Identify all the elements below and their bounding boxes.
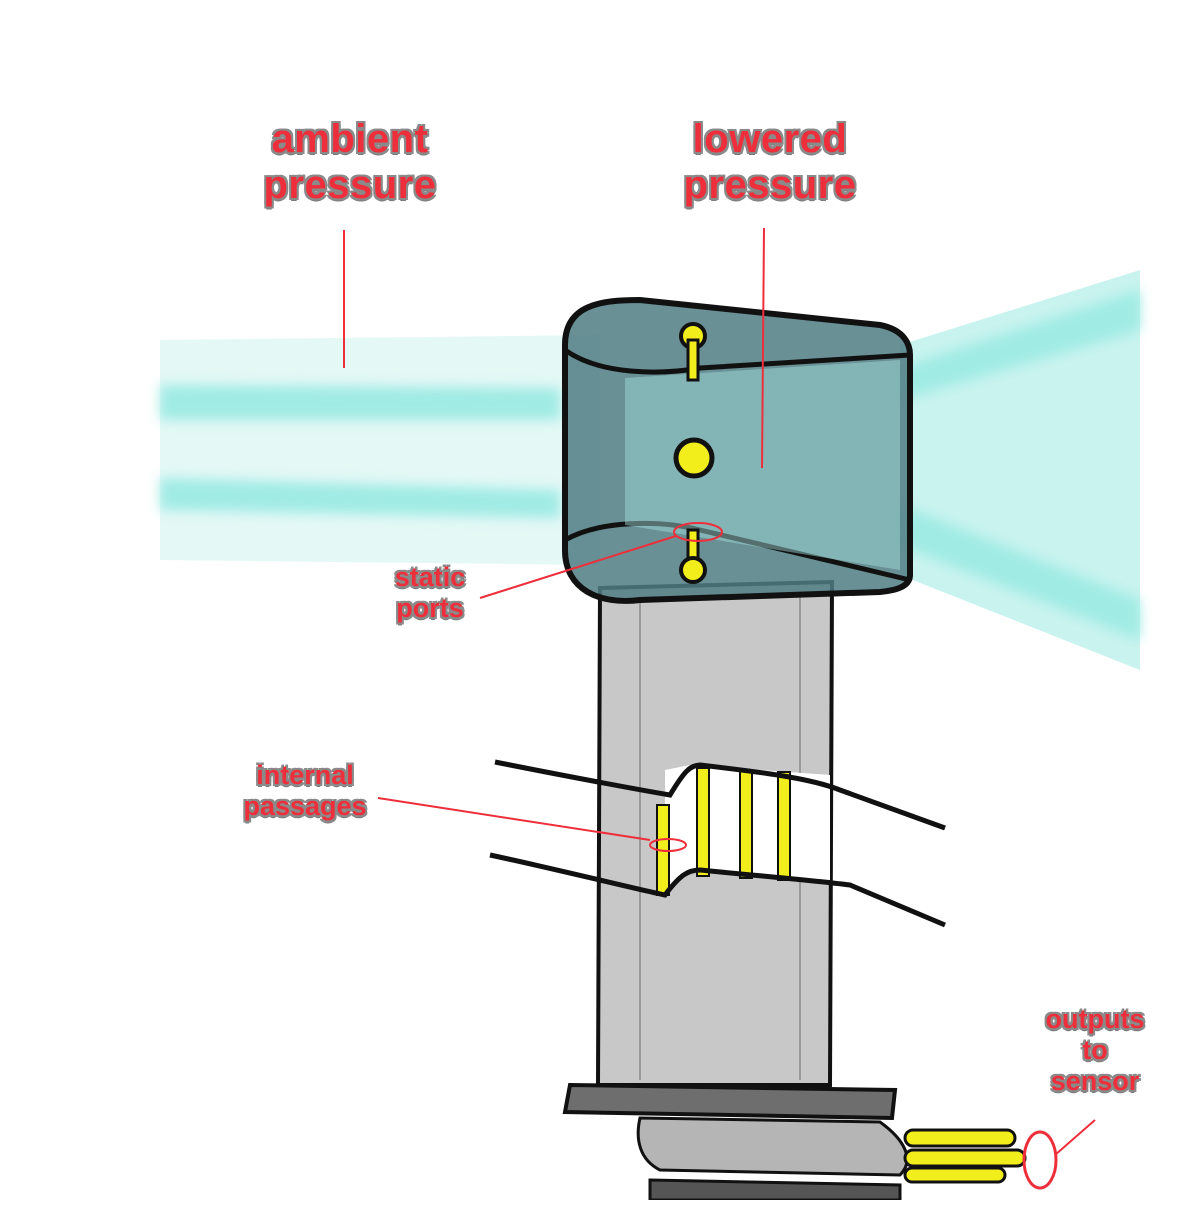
- lowered-pressure-label: lowered pressure: [683, 117, 857, 207]
- output-tubes: [903, 1128, 1058, 1190]
- static-port-top: [679, 322, 707, 382]
- internal-passages-cutaway: [489, 759, 946, 928]
- static-port-bottom: [673, 522, 723, 584]
- total-pressure-port: [673, 437, 715, 479]
- airflow-streams: [160, 270, 1140, 670]
- ambient-pressure-label: ambient pressure: [263, 117, 437, 207]
- static-ports-label: static ports: [394, 562, 466, 624]
- outputs-to-sensor-label: outputs to sensor: [1045, 1004, 1145, 1097]
- probe-base: [562, 1082, 909, 1202]
- leader-lines: [343, 227, 1096, 1156]
- internal-passages-label: internal passages: [243, 760, 367, 822]
